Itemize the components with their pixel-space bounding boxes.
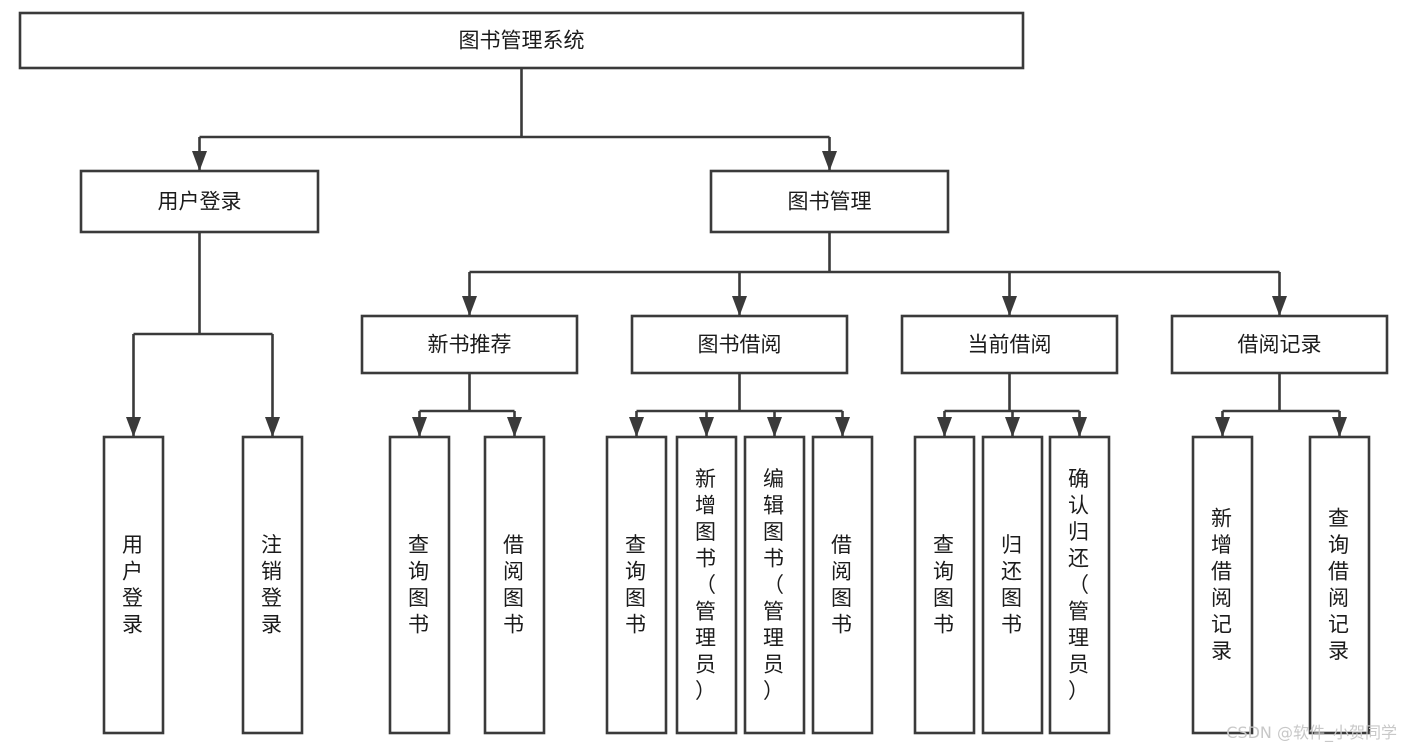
leaf-query-book-recommend-label: 查询图书 (408, 533, 431, 637)
leaf-user-logout-rect[interactable] (241, 435, 304, 735)
arrow-head-icon (412, 417, 427, 437)
leaf-query-book-label: 查询图书 (625, 533, 648, 637)
current-borrow-label: 当前借阅 (968, 333, 1052, 357)
leaf-query-book-recommend-rect[interactable] (388, 435, 451, 735)
arrow-head-icon (937, 417, 952, 437)
leaf-return-book[interactable]: 归还图书 (981, 435, 1044, 735)
book-borrow-label: 图书借阅 (698, 333, 782, 357)
leaf-borrow-book-recommend-rect[interactable] (483, 435, 546, 735)
current-borrow-rect[interactable] (900, 314, 1119, 375)
arrow-head-icon (192, 151, 207, 171)
root-node-label: 图书管理系统 (459, 29, 585, 53)
leaf-confirm-return-admin[interactable]: 确认归还（管理员） (1048, 435, 1111, 735)
leaf-query-book[interactable]: 查询图书 (605, 435, 668, 735)
current-borrow[interactable]: 当前借阅 (900, 314, 1119, 375)
leaf-query-book-current-rect[interactable] (913, 435, 976, 735)
arrow-head-icon (699, 417, 714, 437)
arrow-head-icon (1332, 417, 1347, 437)
new-book-recommend-label: 新书推荐 (428, 333, 512, 357)
arrow-head-icon (265, 417, 280, 437)
leaf-return-book-rect[interactable] (981, 435, 1044, 735)
user-login-label: 用户登录 (158, 190, 242, 214)
arrow-head-icon (462, 296, 477, 316)
book-management-label: 图书管理 (788, 190, 872, 214)
arrow-head-icon (732, 296, 747, 316)
leaf-edit-book-admin-rect[interactable] (743, 435, 806, 735)
connector-layer (126, 68, 1347, 437)
leaf-query-book-current-label: 查询图书 (933, 533, 956, 637)
csdn-watermark: CSDN @软件_小贺同学 (1226, 723, 1397, 742)
user-login[interactable]: 用户登录 (79, 169, 320, 234)
book-borrow[interactable]: 图书借阅 (630, 314, 849, 375)
leaf-borrow-book-recommend-label: 借阅图书 (503, 533, 526, 637)
new-book-recommend-rect[interactable] (360, 314, 579, 375)
arrow-head-icon (767, 417, 782, 437)
leaf-query-book-recommend[interactable]: 查询图书 (388, 435, 451, 735)
leaf-query-book-rect[interactable] (605, 435, 668, 735)
user-login-rect[interactable] (79, 169, 320, 234)
root-node-rect[interactable] (18, 11, 1025, 70)
new-book-recommend[interactable]: 新书推荐 (360, 314, 579, 375)
leaf-user-login-rect[interactable] (102, 435, 165, 735)
leaf-borrow-book[interactable]: 借阅图书 (811, 435, 874, 735)
leaf-confirm-return-admin-rect[interactable] (1048, 435, 1111, 735)
leaf-query-borrow-record[interactable]: 查询借阅记录 (1308, 435, 1371, 735)
leaf-add-book-admin-rect[interactable] (675, 435, 738, 735)
leaf-add-borrow-record[interactable]: 新增借阅记录 (1191, 435, 1254, 735)
leaf-borrow-book-label: 借阅图书 (831, 533, 854, 637)
leaf-borrow-book-rect[interactable] (811, 435, 874, 735)
leaf-query-borrow-record-label: 查询借阅记录 (1328, 507, 1351, 664)
borrow-record-rect[interactable] (1170, 314, 1389, 375)
arrow-head-icon (1215, 417, 1230, 437)
leaf-query-book-current[interactable]: 查询图书 (913, 435, 976, 735)
root-node[interactable]: 图书管理系统 (18, 11, 1025, 70)
leaf-confirm-return-admin-label: 确认归还（管理员） (1068, 467, 1091, 703)
arrow-head-icon (822, 151, 837, 171)
leaf-add-book-admin-label: 新增图书（管理员） (695, 467, 718, 703)
arrow-head-icon (1002, 296, 1017, 316)
arrow-head-icon (126, 417, 141, 437)
leaf-user-logout-label: 注销登录 (261, 533, 284, 637)
node-layer: 图书管理系统用户登录图书管理新书推荐图书借阅当前借阅借阅记录用户登录注销登录查询… (18, 11, 1389, 735)
leaf-user-logout[interactable]: 注销登录 (241, 435, 304, 735)
leaf-add-borrow-record-label: 新增借阅记录 (1211, 507, 1234, 664)
arrow-head-icon (507, 417, 522, 437)
leaf-user-login[interactable]: 用户登录 (102, 435, 165, 735)
arrow-head-icon (1272, 296, 1287, 316)
book-borrow-rect[interactable] (630, 314, 849, 375)
leaf-return-book-label: 归还图书 (1001, 533, 1024, 637)
book-management[interactable]: 图书管理 (709, 169, 950, 234)
arrow-head-icon (1072, 417, 1087, 437)
arrow-head-icon (835, 417, 850, 437)
leaf-query-borrow-record-rect[interactable] (1308, 435, 1371, 735)
leaf-edit-book-admin-label: 编辑图书（管理员） (763, 467, 786, 703)
arrow-head-icon (629, 417, 644, 437)
borrow-record[interactable]: 借阅记录 (1170, 314, 1389, 375)
leaf-add-book-admin[interactable]: 新增图书（管理员） (675, 435, 738, 735)
arrow-head-icon (1005, 417, 1020, 437)
leaf-user-login-label: 用户登录 (122, 533, 145, 637)
book-management-rect[interactable] (709, 169, 950, 234)
leaf-edit-book-admin[interactable]: 编辑图书（管理员） (743, 435, 806, 735)
leaf-add-borrow-record-rect[interactable] (1191, 435, 1254, 735)
borrow-record-label: 借阅记录 (1238, 333, 1322, 357)
leaf-borrow-book-recommend[interactable]: 借阅图书 (483, 435, 546, 735)
